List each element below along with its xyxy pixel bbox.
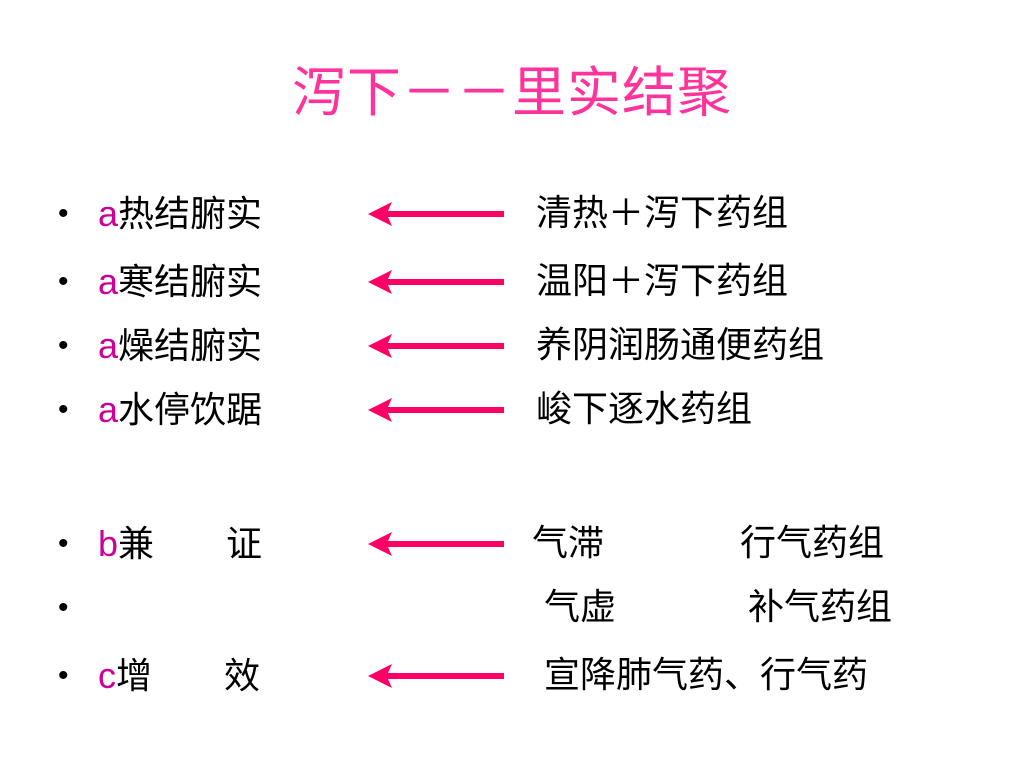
bullet-icon: • [58,265,69,298]
treatment-text: 温阳＋泻下药组 [536,261,789,302]
item-prefix: c [98,655,116,696]
condition-text: 寒结腑实 [118,262,263,303]
list-item: • a寒结腑实 温阳＋泻下药组 [0,256,1024,312]
list-item: • a燥结腑实 养阴润肠通便药组 [0,320,1024,376]
left-arrow-icon [368,664,504,688]
left-arrow-icon [368,398,504,422]
condition-text: 燥结腑实 [118,326,263,367]
treatment-text: 养阴润肠通便药组 [536,325,825,366]
bullet-icon: • [58,197,69,230]
treatment-text: 气虚 [544,587,617,628]
bullet-icon: • [58,659,69,692]
list-item: • a热结腑实 清热＋泻下药组 [0,188,1024,244]
condition-label: a热结腑实 [98,188,262,241]
item-prefix: a [98,389,119,430]
condition-text: 兼 证 [118,524,263,565]
condition-text: 热结腑实 [118,194,263,235]
list-item: • a水停饮踞 峻下逐水药组 [0,384,1024,440]
bullet-icon: • [58,591,69,624]
treatment-text: 宣降肺气药、行气药 [544,655,869,696]
treatment-text: 峻下逐水药组 [536,389,753,430]
condition-label: a燥结腑实 [98,320,262,373]
condition-label: a水停饮踞 [98,384,262,437]
treatment-group-text: 补气药组 [748,587,893,628]
slide-title: 泻下－－里实结聚 [292,61,732,124]
item-prefix: a [98,193,119,234]
bullet-icon: • [58,329,69,362]
left-arrow-icon [368,202,504,226]
condition-text: 增 效 [116,656,261,697]
condition-text: 水停饮踞 [118,390,263,431]
left-arrow-icon [368,532,504,556]
list-item: • c增 效 宣降肺气药、行气药 [0,650,1024,706]
treatment-text: 清热＋泻下药组 [536,193,789,234]
list-item: • b兼 证 气滞 行气药组 [0,518,1024,574]
bullet-icon: • [58,527,69,560]
item-prefix: a [98,325,119,366]
list-item: • 气虚 补气药组 [0,582,1024,638]
treatment-group-text: 行气药组 [740,523,885,564]
item-prefix: a [98,261,119,302]
treatment-text: 气滞 [532,523,605,564]
condition-label: b兼 证 [98,518,262,571]
left-arrow-icon [368,334,504,358]
bullet-icon: • [58,393,69,426]
condition-label: c增 效 [98,650,260,703]
item-prefix: b [98,523,119,564]
left-arrow-icon [368,270,504,294]
condition-label: a寒结腑实 [98,256,262,309]
